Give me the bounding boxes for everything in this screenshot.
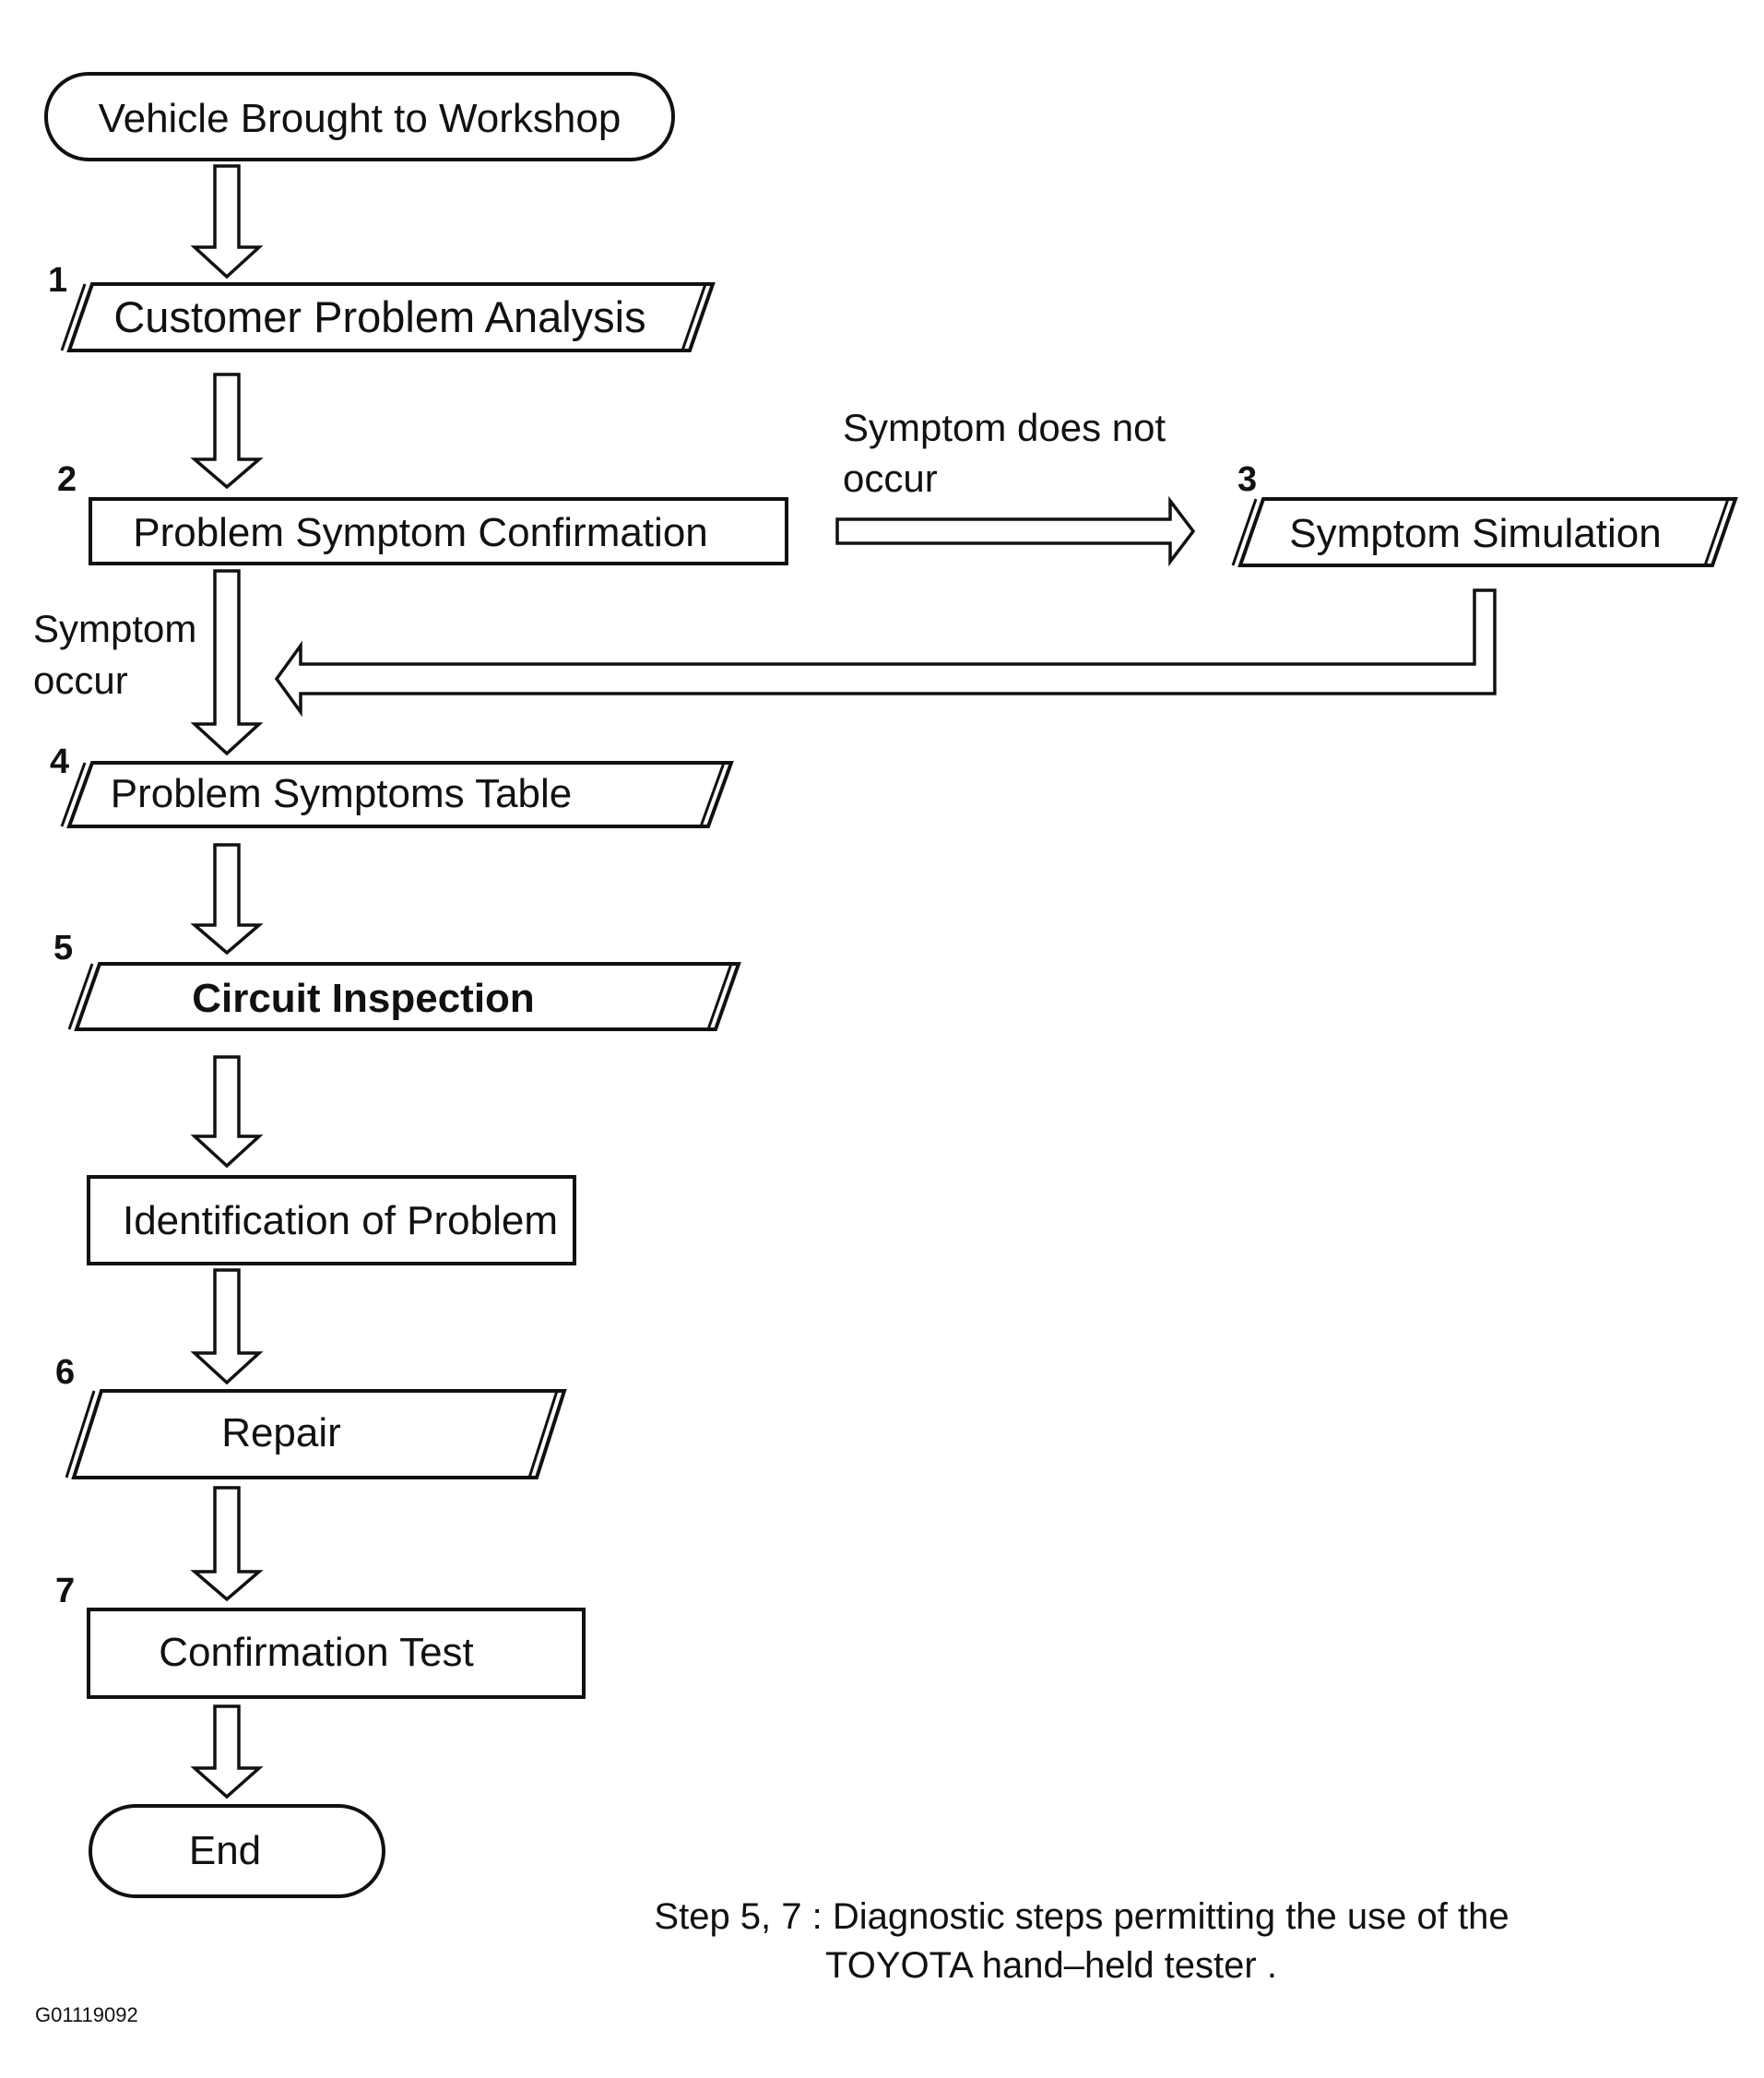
step-1-number: 1 — [48, 261, 67, 300]
end-label: End — [189, 1828, 261, 1873]
step-7-box — [87, 1608, 586, 1699]
symptom-occur-label-line2: occur — [33, 659, 128, 702]
step-4-parallelogram — [60, 761, 734, 828]
symptom-does-not-occur-label-line2: occur — [843, 457, 938, 500]
footnote-line2: TOYOTA hand–held tester . — [825, 1945, 1277, 1986]
step-5-parallelogram — [67, 962, 741, 1031]
step-5-number: 5 — [53, 929, 73, 968]
step-2-label: Problem Symptom Confirmation — [133, 510, 708, 555]
identification-label: Identification of Problem — [123, 1198, 558, 1243]
step-3-parallelogram — [1231, 497, 1738, 567]
end-terminator — [89, 1804, 385, 1898]
step-5-label: Circuit Inspection — [192, 976, 535, 1021]
down-arrow — [190, 569, 264, 756]
figure-code: G01119092 — [35, 2003, 138, 2026]
step-6-number: 6 — [55, 1353, 75, 1392]
down-arrow — [190, 1704, 264, 1799]
identification-box — [87, 1175, 576, 1265]
step-2-box — [89, 497, 788, 565]
step-3-label: Symptom Simulation — [1289, 511, 1661, 556]
down-arrow — [190, 843, 264, 956]
down-arrow — [190, 1055, 264, 1169]
step-6-parallelogram — [65, 1389, 567, 1479]
symptom-occur-label: Symptom — [33, 607, 196, 650]
down-arrow — [190, 1486, 264, 1602]
step-1-label: Customer Problem Analysis — [113, 292, 645, 341]
symptom-does-not-occur-label: Symptom does not — [843, 406, 1166, 449]
down-arrow — [190, 164, 264, 279]
down-arrow — [190, 1268, 264, 1385]
start-label: Vehicle Brought to Workshop — [99, 96, 622, 141]
start-terminator — [44, 72, 675, 161]
step-4-number: 4 — [50, 742, 69, 781]
right-arrow — [835, 495, 1196, 567]
step-4-label: Problem Symptoms Table — [111, 771, 573, 816]
step-6-label: Repair — [221, 1410, 341, 1455]
step-3-number: 3 — [1237, 460, 1257, 499]
step-1-parallelogram — [60, 282, 716, 352]
step-7-label: Confirmation Test — [159, 1630, 474, 1675]
step-7-number: 7 — [55, 1572, 75, 1610]
return-arrow — [274, 588, 1497, 718]
footnote-line1: Step 5, 7 : Diagnostic steps permitting … — [654, 1896, 1509, 1937]
step-2-number: 2 — [57, 460, 77, 499]
down-arrow — [190, 373, 264, 490]
